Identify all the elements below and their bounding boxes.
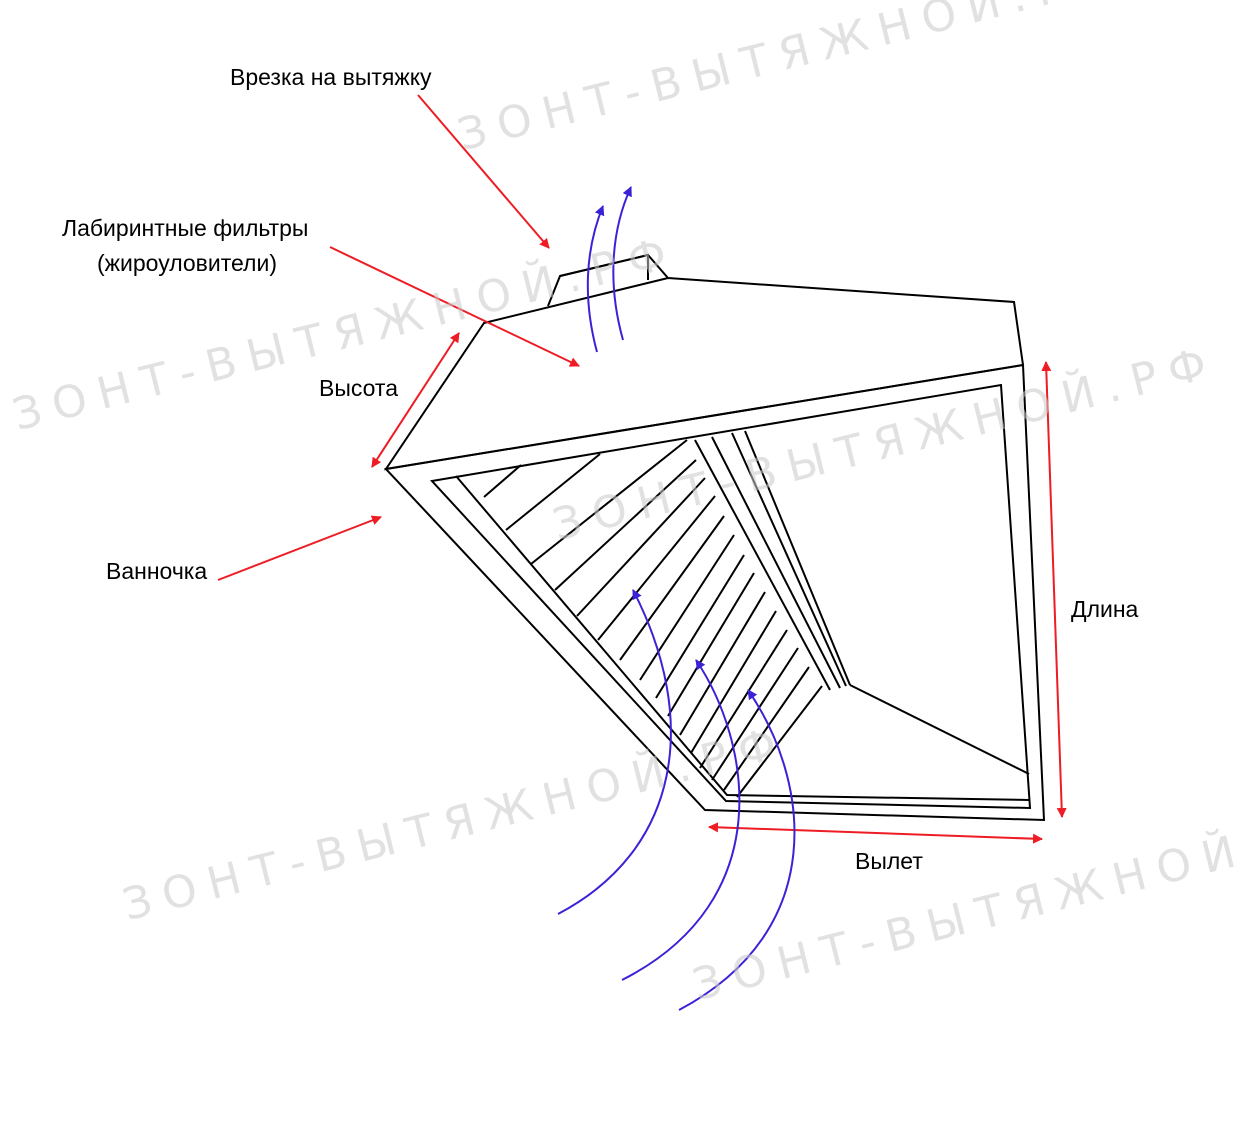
label-filters-line1: Лабиринтные фильтры [62, 215, 309, 241]
label-overhang: Вылет [855, 848, 923, 874]
airflow-arrows [557, 186, 796, 1011]
hood-inner-opening [430, 383, 1032, 810]
label-cutout: Врезка на вытяжку [230, 64, 432, 90]
label-filters-line2: (жироуловители) [97, 250, 277, 276]
airflow-in-1 [557, 589, 672, 915]
hood-outline [383, 253, 1046, 822]
airflow-in-2 [621, 659, 741, 981]
label-length: Длина [1071, 596, 1139, 622]
airflow-in-3 [678, 689, 796, 1011]
airflow-up-left [586, 205, 605, 353]
label-tray: Ванночка [106, 558, 208, 584]
height-dimension [371, 332, 460, 468]
tray-pointer [217, 515, 382, 581]
hood-bottom-rim [383, 363, 1046, 822]
overhang-dimension [708, 822, 1043, 844]
filters-pointer [329, 246, 580, 367]
label-height: Высота [319, 375, 398, 401]
length-dimension [1041, 361, 1067, 818]
cutout-pointer [417, 94, 550, 249]
annotation-arrows [217, 94, 1067, 844]
airflow-up-right [612, 186, 632, 341]
